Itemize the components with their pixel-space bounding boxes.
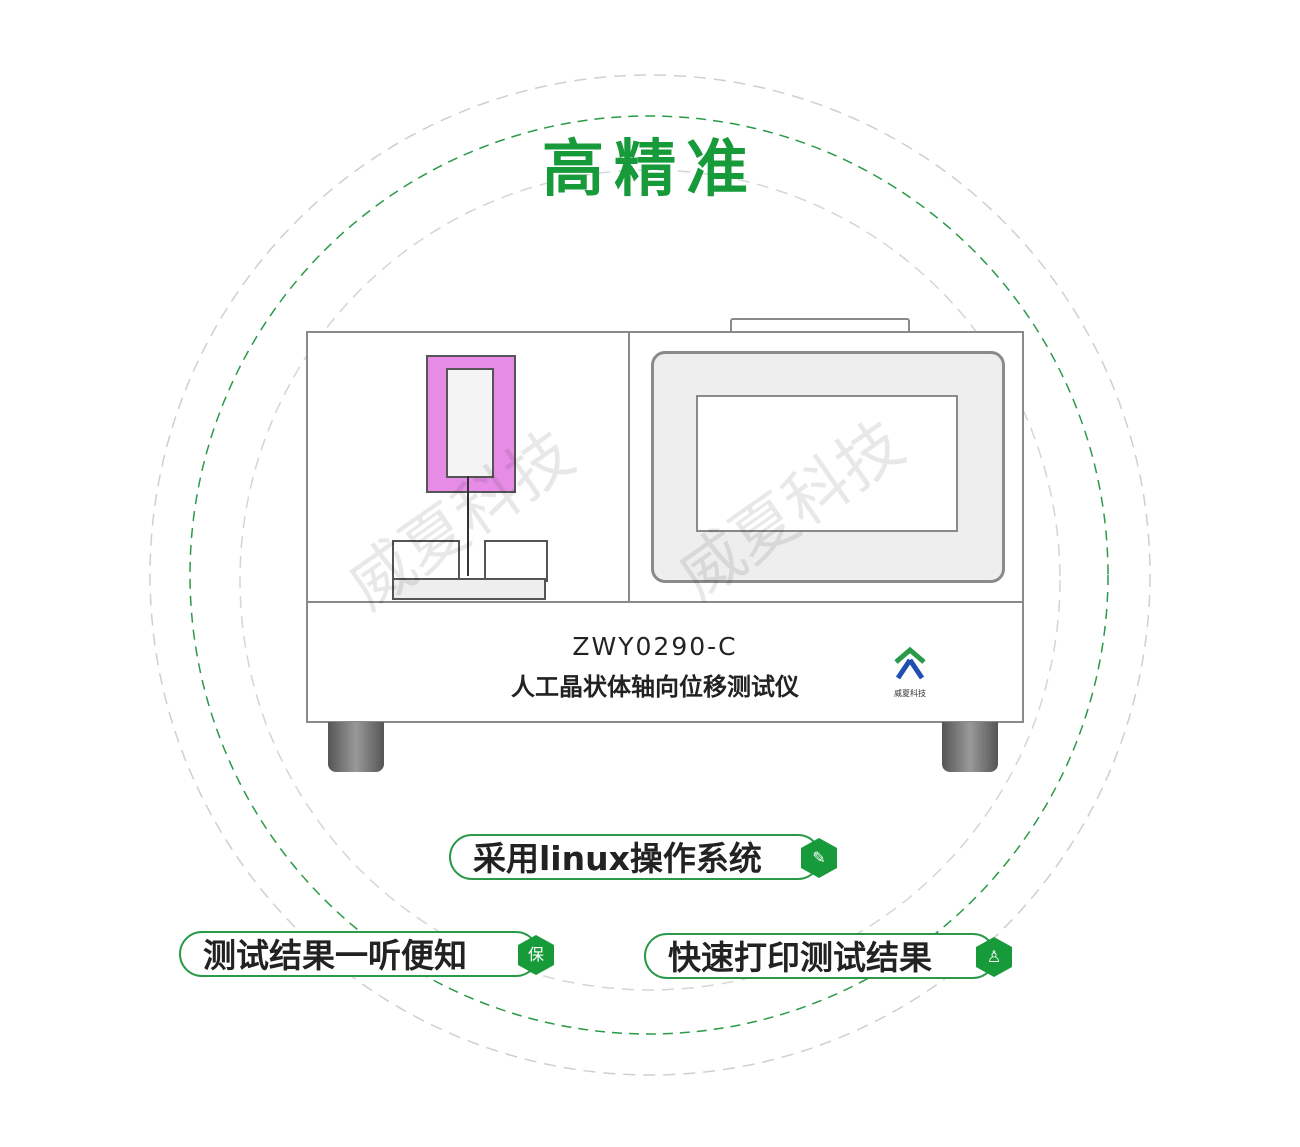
feature-label: 测试结果一听便知 — [203, 936, 467, 975]
left-foot — [328, 722, 384, 772]
base-panel — [306, 601, 1024, 723]
device-name: 人工晶状体轴向位移测试仪 — [511, 673, 799, 701]
feature-audio-result: 测试结果一听便知 — [179, 931, 539, 977]
right-foot — [942, 722, 998, 772]
headline: 高精准 — [541, 132, 758, 205]
green-dashed-circle — [189, 115, 1109, 1035]
gray-dashed-circle — [149, 74, 1151, 1076]
holder-plate — [446, 368, 494, 478]
probe-rod — [467, 476, 469, 576]
feature-linux: 采用linux操作系统 — [449, 834, 821, 880]
edit-icon: ✎ — [801, 838, 837, 878]
shield-user-icon: ♙ — [976, 937, 1012, 977]
inner-gray-dashed-circle — [239, 169, 1061, 991]
feature-print-result: 快速打印测试结果 — [644, 933, 996, 979]
feature-label: 快速打印测试结果 — [668, 938, 932, 977]
logo-mark-icon — [894, 646, 926, 680]
clamp-base — [392, 578, 546, 600]
company-logo: 威夏科技 — [890, 646, 930, 699]
shield-bao-icon: 保 — [518, 935, 554, 975]
touchscreen-display — [696, 395, 958, 532]
device-model: ZWY0290-C — [572, 632, 738, 661]
feature-label: 采用linux操作系统 — [473, 839, 762, 878]
logo-text: 威夏科技 — [894, 689, 926, 698]
